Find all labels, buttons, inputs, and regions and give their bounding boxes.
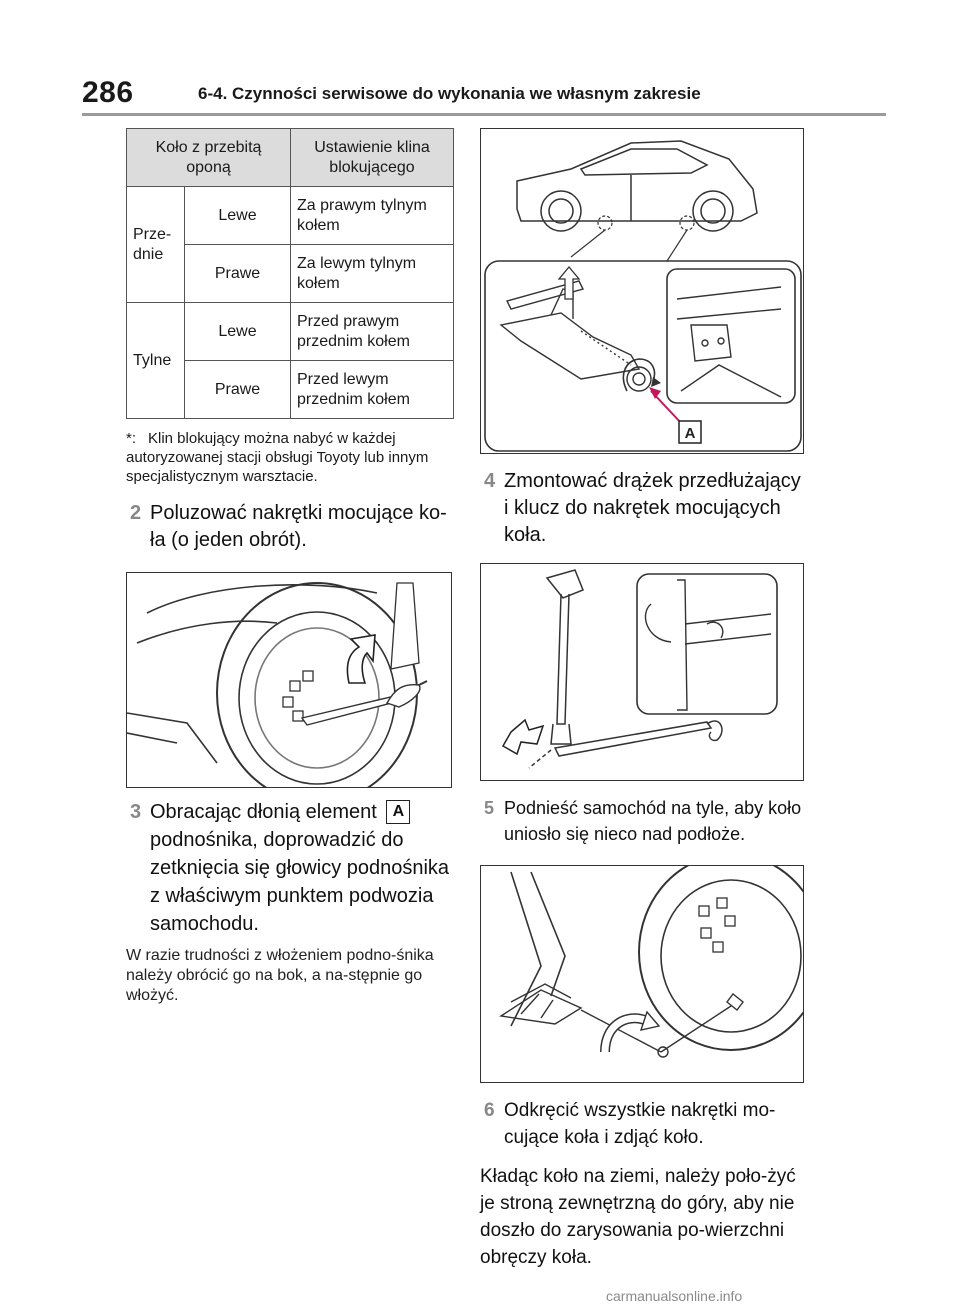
illustration-wrench-on-wheel [127,582,428,787]
figure-loosen-nuts [126,572,452,788]
table-row: Prze-dnie Lewe Za prawym tylnym kołem [126,186,454,303]
step-6-note: Kładąc koło na ziemi, należy poło-żyć je… [480,1166,796,1268]
step-text: Odkręcić wszystkie nakrętki mo-cujące ko… [504,1100,776,1148]
left-column: Koło z przebitą oponą Ustawienie klina b… [126,128,454,1006]
figure-lift-vehicle [480,865,804,1083]
page-header: 286 6-4. Czynności serwisowe do wykonani… [0,0,960,118]
illustration-extension-bar-and-wrench [501,569,778,769]
step-text: Zmontować drążek przedłużający i klucz d… [504,470,801,546]
table-header-cell: Ustawienie klina blokującego [290,128,454,187]
page-number: 286 [82,76,134,109]
step-text: Obracając dłonią element [150,801,377,823]
step-3-note: W razie trudności z włożeniem podno-śnik… [126,947,434,1004]
step-number: 5 [484,798,495,818]
step-number: 3 [130,801,142,823]
step-text: Podnieść samochód na tyle, aby koło unio… [504,798,802,844]
header-rule [82,113,886,116]
step-number: 6 [484,1100,495,1121]
step-4: 4 Zmontować drążek przedłużający i klucz… [480,468,804,549]
footnote-text: Klin blokujący można nabyć w każdej auto… [126,430,429,485]
table-cell: Przed lewym przednim kołem [290,360,454,419]
label-a-badge: A [386,800,411,824]
figure-jack-placement: A [480,128,804,454]
wheel-chock-table: Koło z przebitą oponą Ustawienie klina b… [126,128,454,419]
table-cell: Przed prawym przednim kołem [290,302,454,361]
step-6: 6 Odkręcić wszystkie nakrętki mo-cujące … [480,1097,804,1151]
table-cell: Za prawym tylnym kołem [290,186,454,245]
step-text: Poluzować nakrętki mocujące ko-ła (o jed… [150,502,447,551]
footnote: *:Klin blokujący można nabyć w każdej au… [126,429,454,486]
table-row: Prawe Za lewym tylnym kołem [127,244,454,303]
step-number: 4 [484,470,496,492]
table-cell: Lewe [184,302,291,361]
table-group-cell: Tylne [126,302,185,419]
table-cell: Prawe [184,360,291,419]
watermark: carmanualsonline.info [606,1288,743,1304]
table-cell: Lewe [184,186,291,245]
table-header-cell: Koło z przebitą oponą [126,128,291,187]
section-title: 6-4. Czynności serwisowe do wykonania we… [198,84,701,103]
illustration-raise-car-with-jack [499,866,803,1058]
step-number: 2 [130,502,142,524]
step-3: 3 Obracając dłonią element A podnośnika,… [126,798,454,938]
table-cell: Prawe [184,244,291,303]
table-row: Prawe Przed lewym przednim kołem [127,360,454,419]
right-column: A 4 Zmontować drążek przedłużający i klu… [480,128,804,1271]
step-text-cont: podnośnika, doprowadzić do zetknięcia si… [150,829,450,935]
table-group-cell: Prze-dnie [126,186,185,303]
table-header-row: Koło z przebitą oponą Ustawienie klina b… [126,128,454,187]
footnote-mark: *: [126,430,137,447]
table-row: Tylne Lewe Przed prawym przednim kołem [126,302,454,419]
step-2: 2 Poluzować nakrętki mocujące ko-ła (o j… [126,500,454,554]
illustration-car-and-jack: A [484,140,802,452]
figure-assemble-wrench [480,563,804,781]
step-5: 5 Podnieść samochód na tyle, aby koło un… [480,795,804,847]
table-cell: Za lewym tylnym kołem [290,244,454,303]
label-a: A [685,425,696,442]
